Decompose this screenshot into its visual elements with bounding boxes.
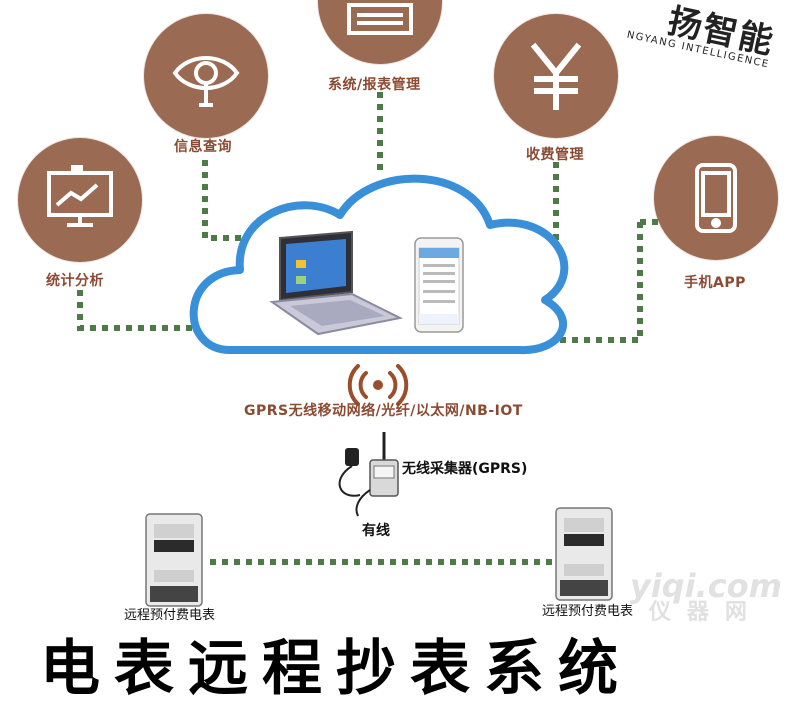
collector-label: 无线采集器(GPRS) [402, 461, 528, 477]
wired-label: 有线 [362, 523, 390, 539]
label-billing: 收费管理 [526, 147, 584, 163]
watermark: yiqi.com 仪器网 [630, 570, 782, 624]
keyboard-monitor-icon [347, 3, 413, 35]
wireless-signal-icon [347, 364, 409, 406]
meter-icon-2 [555, 507, 613, 601]
label-system: 系统/报表管理 [328, 77, 421, 93]
chart-monitor-icon [47, 165, 113, 227]
node-query [144, 14, 268, 138]
collector-device-icon [338, 432, 399, 517]
meter-label-2: 远程预付费电表 [542, 604, 634, 619]
phone-icon [414, 237, 464, 333]
node-billing [494, 14, 618, 138]
network-label: GPRS无线移动网络/光纤/以太网/NB-IOT [244, 403, 523, 419]
cloud-shape [189, 174, 569, 355]
label-stats: 统计分析 [46, 273, 104, 289]
meter-label-1: 远程预付费电表 [124, 608, 216, 623]
wire-query [202, 160, 244, 241]
node-stats [18, 138, 142, 262]
laptop-icon [269, 230, 404, 336]
wire-stats [77, 290, 200, 331]
label-app: 手机APP [684, 275, 746, 291]
meter-icon-1 [145, 513, 203, 607]
watermark-line2: 仪器网 [648, 600, 763, 625]
label-query: 信息查询 [174, 139, 232, 155]
connection-diagram [77, 92, 680, 607]
watermark-line1: yiqi.com [629, 567, 782, 605]
node-app [654, 136, 778, 260]
bottom-title: 电表远程抄表系统 [40, 634, 632, 704]
wire-app [550, 222, 643, 343]
yen-icon [530, 42, 582, 110]
eye-magnifier-icon [172, 56, 240, 107]
smartphone-icon [695, 163, 737, 233]
